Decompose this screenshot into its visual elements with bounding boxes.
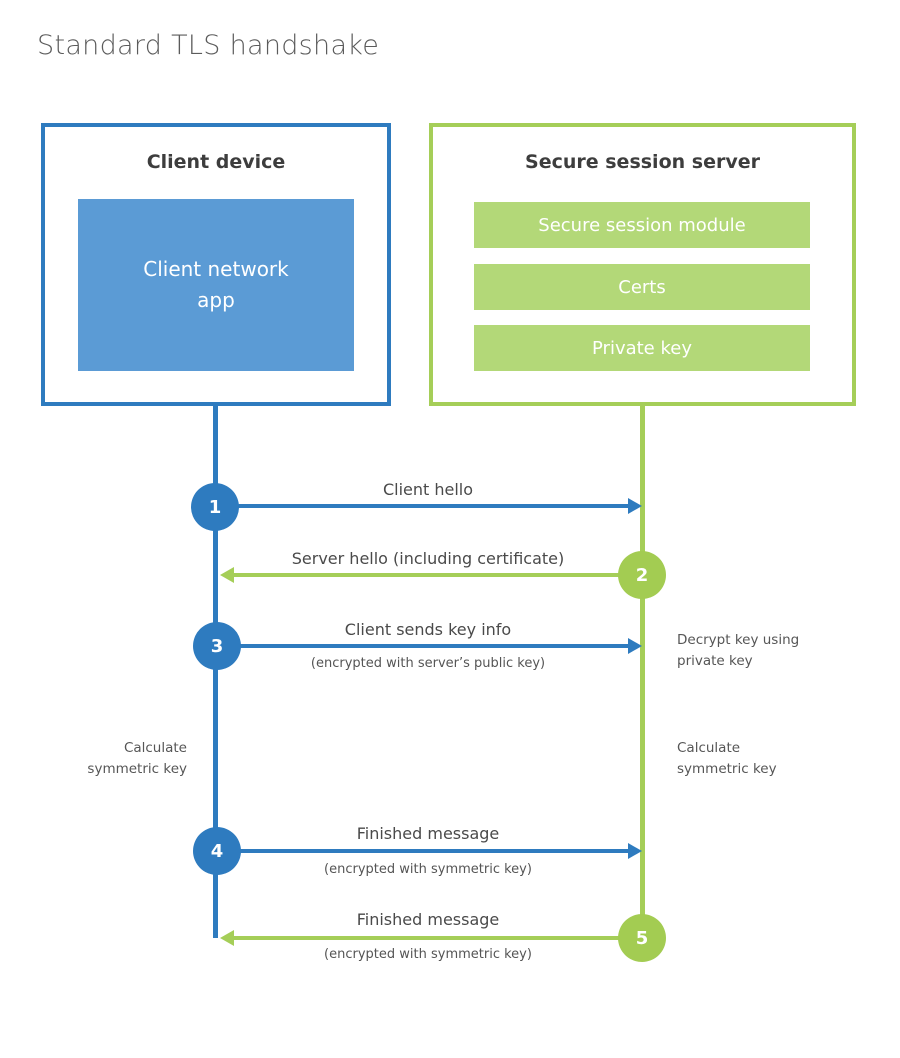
step2-circle: 2 [618,551,666,599]
server-lifeline [640,406,645,940]
server-module-certs: Certs [474,264,810,310]
client-lifeline [213,406,218,938]
secure-session-server-box: Secure session server Secure session mod… [429,123,856,406]
step4-label: Finished message [356,824,500,843]
step1-arrowhead-right-icon [628,498,642,514]
step3-label: Client sends key info [344,620,512,639]
step2-arrowhead-left-icon [220,567,234,583]
page-title: Standard TLS handshake [37,30,380,61]
step1-arrow-line [238,504,629,508]
step5-circle: 5 [618,914,666,962]
step4-circle: 4 [193,827,241,875]
step4-sublabel: (encrypted with symmetric key) [324,862,532,877]
step2-label: Server hello (including certificate) [291,549,565,568]
step2-arrow-line [234,573,620,577]
step5-arrow-line [234,936,620,940]
step3-arrowhead-right-icon [628,638,642,654]
step4-arrow-line [240,849,629,853]
server-module-secure-session-module: Secure session module [474,202,810,248]
client-device-box: Client device Client network app [41,123,391,406]
step5-arrowhead-left-icon [220,930,234,946]
step4-arrowhead-right-icon [628,843,642,859]
step5-label: Finished message [356,910,500,929]
step5-sublabel: (encrypted with symmetric key) [324,947,532,962]
client-device-title: Client device [146,151,286,173]
step3-arrow-line [240,644,629,648]
step3-sublabel: (encrypted with server’s public key) [310,656,546,671]
secure-session-server-title: Secure session server [525,151,760,173]
calculate-symmetric-key-note-client: Calculate symmetric key [87,740,187,777]
client-network-app-box: Client network app [78,199,354,371]
decrypt-key-note: Decrypt key using private key [677,632,800,669]
server-module-private-key: Private key [474,325,810,371]
calculate-symmetric-key-note-server: Calculate symmetric key [677,740,777,777]
step3-circle: 3 [193,622,241,670]
step1-circle: 1 [191,483,239,531]
step1-label: Client hello [382,480,474,499]
